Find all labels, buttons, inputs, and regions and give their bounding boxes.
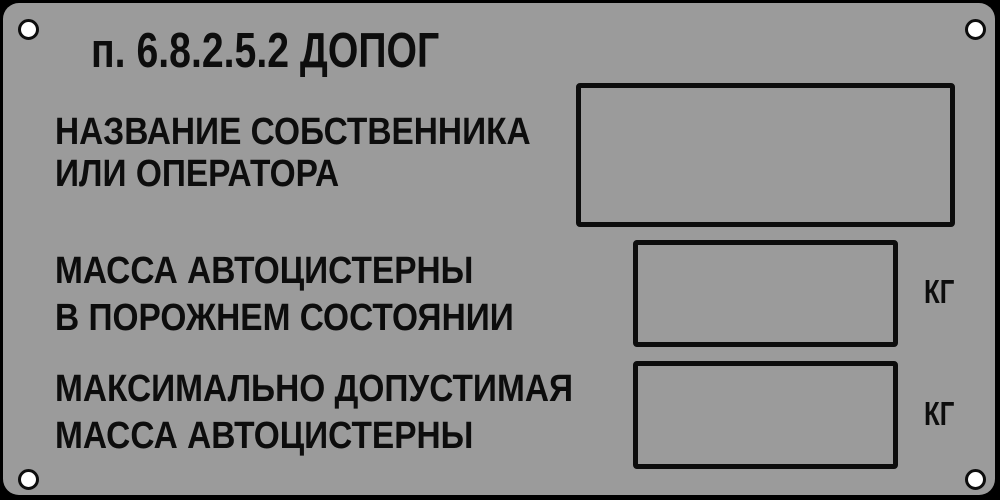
mounting-hole-top-left: [18, 19, 39, 40]
max-mass-label: МАКСИМАЛЬНО ДОПУСТИМАЯ МАССА АВТОЦИСТЕРН…: [55, 366, 573, 460]
empty-mass-label: МАССА АВТОЦИСТЕРНЫ В ПОРОЖНЕМ СОСТОЯНИИ: [55, 248, 514, 342]
max-mass-value-box: [633, 361, 898, 469]
owner-value-box: [576, 83, 955, 227]
max-mass-unit-label: КГ: [924, 395, 955, 432]
plate-title: п. 6.8.2.5.2 ДОПОГ: [91, 24, 440, 78]
empty-mass-unit-label: КГ: [924, 273, 955, 310]
empty-mass-label-line-1: МАССА АВТОЦИСТЕРНЫ: [55, 250, 474, 292]
max-mass-label-line-1: МАКСИМАЛЬНО ДОПУСТИМАЯ: [55, 368, 574, 410]
empty-mass-label-line-2: В ПОРОЖНЕМ СОСТОЯНИИ: [55, 297, 514, 339]
empty-mass-value-box: [633, 240, 898, 347]
mounting-hole-bottom-right: [965, 469, 986, 490]
owner-label: НАЗВАНИЕ СОБСТВЕННИКА ИЛИ ОПЕРАТОРА: [55, 111, 531, 195]
max-mass-label-line-2: МАССА АВТОЦИСТЕРНЫ: [55, 415, 474, 457]
owner-label-line-1: НАЗВАНИЕ СОБСТВЕННИКА: [55, 111, 531, 153]
owner-label-line-2: ИЛИ ОПЕРАТОРА: [55, 153, 340, 195]
mounting-hole-bottom-left: [18, 469, 39, 490]
adr-tank-plate: п. 6.8.2.5.2 ДОПОГ НАЗВАНИЕ СОБСТВЕННИКА…: [3, 3, 995, 495]
mounting-hole-top-right: [965, 19, 986, 40]
